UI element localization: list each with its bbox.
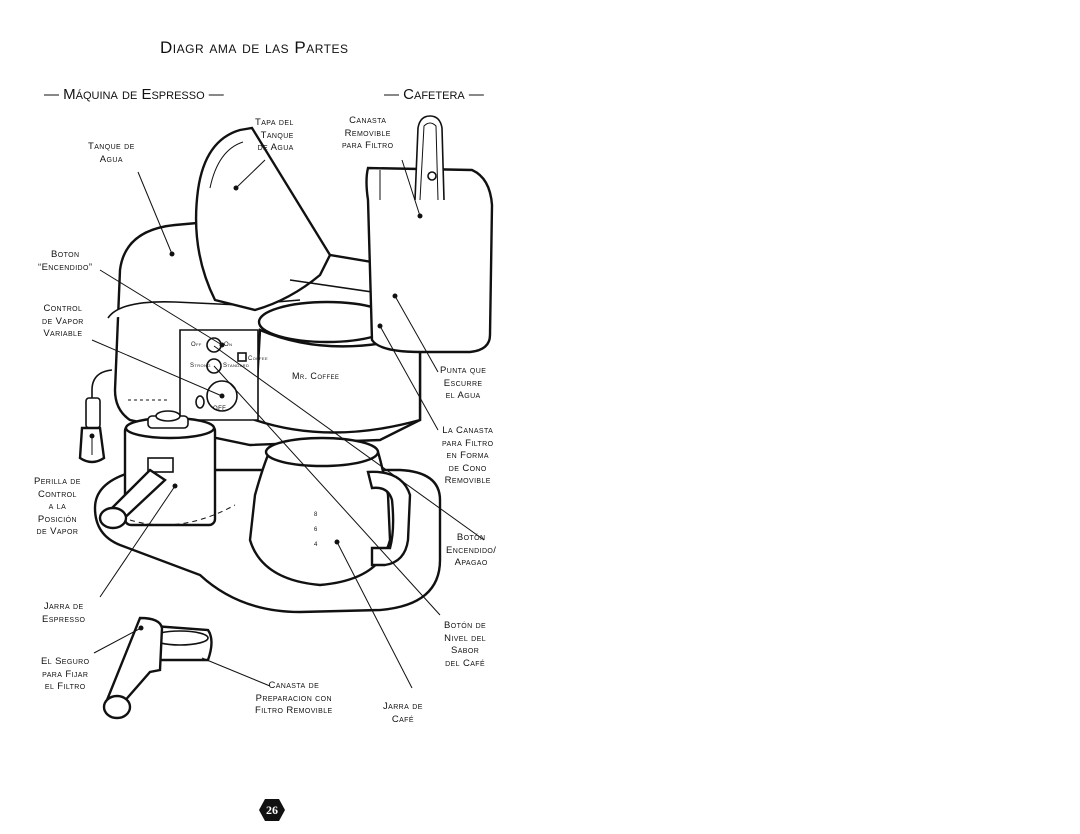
coffee-unit-front	[253, 328, 422, 434]
panel-strong-label: Strong	[190, 363, 211, 369]
carafe-mark: 4	[314, 542, 318, 548]
espresso-carafe-body	[123, 423, 217, 527]
page-title: Diagr ama de las Partes	[160, 38, 349, 57]
panel-standard-label: Standard	[223, 363, 250, 369]
callout-lines	[89, 159, 485, 689]
panel-coffee-label: Coffee	[248, 356, 269, 362]
section-cafetera-heading: — Cafetera —	[384, 86, 484, 103]
coffee-carafe-handle	[366, 470, 412, 567]
coffee-indicator	[237, 352, 247, 362]
page-number-badge	[259, 799, 285, 821]
panel-on-label: On	[224, 342, 233, 348]
section-espresso-heading: — Máquina de Espresso —	[44, 86, 224, 103]
panel-off2-label: OFF	[213, 406, 227, 412]
removable-filter-basket	[365, 166, 494, 354]
carafe-level-marks: 8 6 4	[314, 508, 318, 553]
label-boton-encendido: Boton“Encendido”	[38, 249, 93, 273]
carafe-mark: 8	[314, 512, 318, 518]
page-number: 26	[266, 803, 278, 817]
carafe-mark: 6	[314, 527, 318, 533]
brand-logo: Mr. Coffee	[292, 371, 340, 381]
tank-lid	[194, 126, 332, 312]
panel-off-label: Off	[191, 342, 202, 348]
